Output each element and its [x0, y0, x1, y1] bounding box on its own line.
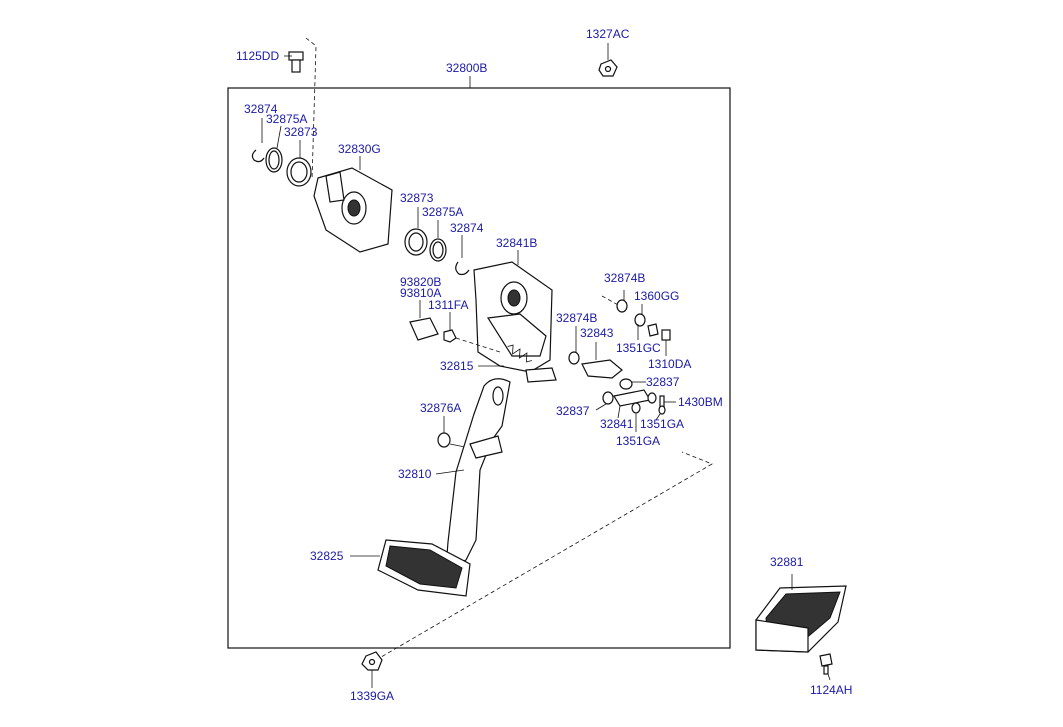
bushing-32873-lower	[404, 207, 428, 256]
label-1311FA: 1311FA	[428, 298, 468, 312]
label-32874-a: 32874	[244, 102, 278, 116]
label-32841: 32841	[600, 417, 634, 431]
label-93820B: 93820B	[400, 275, 441, 289]
washer-1351GA-b	[655, 405, 666, 421]
nut-1311FA	[443, 312, 501, 353]
label-32837-b: 32837	[556, 404, 590, 418]
nut-1327AC	[598, 43, 618, 77]
bushing-32874B-upper	[601, 290, 628, 313]
bushing-32837-left	[595, 391, 614, 411]
label-32841B: 32841B	[496, 236, 537, 250]
snap-ring-32874-upper	[251, 118, 265, 163]
nut-1339GA	[361, 651, 383, 688]
label-1327AC: 1327AC	[586, 27, 630, 41]
label-32825: 32825	[310, 549, 344, 563]
washer-32875A-lower	[429, 220, 447, 262]
label-32830G: 32830G	[338, 142, 381, 156]
bracket-32830G	[313, 156, 393, 253]
label-32874B-a: 32874B	[604, 271, 645, 285]
label-32810: 32810	[398, 467, 432, 481]
washer-1351GA-a	[631, 402, 641, 432]
label-1351GA-b: 1351GA	[616, 434, 660, 448]
label-1351GA-a: 1351GA	[640, 417, 684, 431]
label-32873-a: 32873	[284, 125, 318, 139]
label-32876A: 32876A	[420, 401, 461, 415]
label-1339GA: 1339GA	[350, 689, 394, 703]
label-32843: 32843	[580, 326, 614, 340]
washer-1360GG	[634, 304, 646, 327]
pedal-cover-32881	[755, 574, 847, 653]
bushing-32874B-lower	[568, 326, 580, 365]
label-1310DA: 1310DA	[648, 357, 691, 371]
washer-32875A-upper	[265, 125, 283, 173]
label-1124AH: 1124AH	[810, 683, 852, 697]
pedal-arm-32810	[435, 378, 511, 569]
spring-32815	[478, 344, 532, 367]
assembly-frame	[227, 87, 731, 649]
stop-switch-93820B	[409, 300, 439, 341]
label-93810A: 93810A	[400, 286, 441, 300]
pin-1430BM	[647, 392, 676, 413]
label-32875A-a: 32875A	[266, 112, 307, 126]
bushing-32837-right	[619, 378, 646, 390]
screw-1124AH	[819, 653, 833, 681]
pedal-pad-32825	[350, 539, 471, 597]
link-32841	[613, 389, 651, 419]
label-32815: 32815	[440, 359, 474, 373]
label-32874-b: 32874	[450, 221, 484, 235]
bushing-32873-upper	[286, 140, 312, 187]
label-32837-a: 32837	[646, 375, 680, 389]
label-32881: 32881	[770, 555, 804, 569]
snap-ring-32874-lower	[455, 235, 470, 276]
label-32874B-b: 32874B	[556, 311, 597, 325]
label-1125DD: 1125DD	[236, 49, 279, 63]
stopper-32876A	[437, 416, 471, 449]
nut-1310DA	[647, 323, 671, 356]
bracket-32841B	[473, 250, 557, 383]
lever-32843	[581, 342, 623, 379]
label-32800B: 32800B	[446, 61, 487, 75]
label-32873-b: 32873	[400, 191, 434, 205]
label-1360GG: 1360GG	[634, 289, 679, 303]
label-32875A-b: 32875A	[422, 205, 463, 219]
bolt-1125DD	[288, 37, 317, 181]
label-1351GC: 1351GC	[616, 341, 661, 355]
label-1430BM: 1430BM	[678, 395, 723, 409]
